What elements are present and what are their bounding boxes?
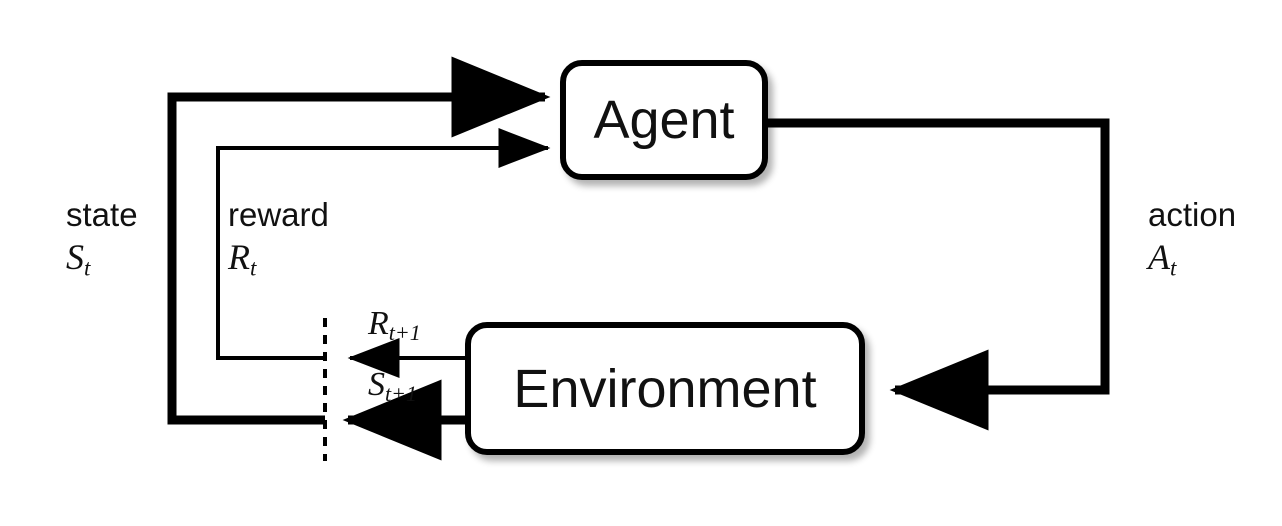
edge-label-reward-next: Rt+1 [368, 305, 421, 346]
edge-label-state-next: St+1 [368, 366, 417, 407]
node-environment-label: Environment [513, 358, 817, 419]
edge-reward-to-agent [216, 128, 551, 360]
state-symbol: St [66, 236, 91, 281]
state-word: state [66, 196, 138, 233]
edge-action-to-environment [768, 118, 1110, 431]
reward-word: reward [228, 196, 329, 233]
node-agent-label: Agent [593, 90, 735, 150]
edge-state-to-agent [167, 56, 551, 425]
node-agent[interactable]: Agent [560, 60, 768, 180]
edge-label-reward: reward Rt [228, 196, 329, 281]
action-symbol: At [1148, 236, 1177, 281]
edge-label-action: action At [1148, 196, 1237, 281]
reward-symbol: Rt [228, 236, 257, 281]
edge-label-state: state St [66, 196, 138, 281]
node-environment[interactable]: Environment [465, 322, 865, 455]
action-word: action [1148, 196, 1237, 233]
